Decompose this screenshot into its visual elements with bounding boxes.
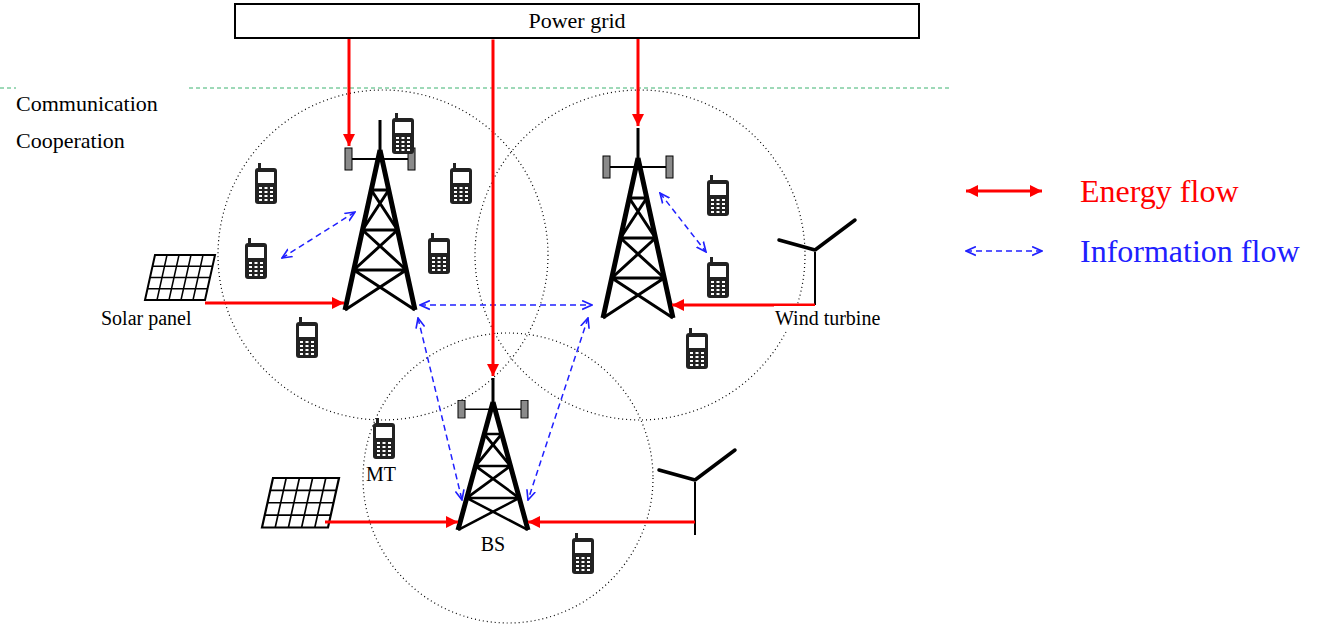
information-flow-arrow	[660, 193, 706, 252]
base-station-tower	[603, 128, 673, 318]
information-flow-arrow	[528, 318, 588, 500]
mobile-terminal	[255, 163, 277, 204]
energy-flow-sample	[962, 173, 1080, 209]
mobile-terminal	[450, 163, 472, 204]
base-station-tower	[458, 378, 528, 530]
information-flow-arrow	[418, 318, 462, 500]
cell-coverage	[363, 333, 653, 623]
information-flow-arrow	[420, 304, 592, 306]
cell-coverage	[218, 90, 548, 420]
energy-flow-arrow	[348, 35, 351, 146]
wind-turbine-node: Wind turbine	[770, 206, 930, 332]
legend-text: Energy flow	[1080, 172, 1238, 210]
power-grid-box: Power grid	[234, 3, 920, 39]
information-flow-sample	[966, 250, 1042, 252]
mobile-terminal	[296, 317, 318, 358]
cell-coverage	[475, 90, 805, 420]
node-text: Solar panel	[100, 306, 193, 330]
mobile-terminal	[707, 257, 729, 298]
mobile-terminal	[245, 238, 267, 279]
energy-flow-arrow	[492, 39, 495, 376]
wind-turbine	[779, 220, 855, 305]
mobile-terminal	[373, 418, 395, 459]
energy-flow-arrow	[637, 35, 640, 126]
base-station-node: BS	[453, 376, 533, 558]
node-text: Power grid	[527, 8, 626, 34]
region-label: Communication Cooperation	[16, 85, 186, 159]
mobile-terminal	[392, 113, 414, 154]
energy-flow-arrow	[528, 521, 695, 524]
solar-panel-node: Solar panel	[98, 252, 223, 332]
node-text: BS	[480, 532, 506, 556]
information-flow-sample	[962, 233, 1080, 269]
legend-row: Information flow	[962, 232, 1300, 270]
energy-flow-sample	[966, 190, 1042, 193]
mobile-terminal	[428, 233, 450, 274]
mobile-terminal	[707, 175, 729, 216]
solar-panel	[145, 255, 215, 300]
solar-panel	[262, 478, 339, 528]
terminal-label: MT	[366, 462, 396, 486]
node-text: Wind turbine	[774, 306, 881, 330]
legend-text: Information flow	[1080, 232, 1300, 270]
legend-row: Energy flow	[962, 172, 1238, 210]
energy-flow-arrow	[205, 302, 344, 305]
mobile-terminal	[686, 328, 708, 369]
information-flow-arrow	[282, 212, 355, 258]
mobile-terminal	[572, 533, 594, 574]
energy-flow-arrow	[325, 521, 458, 524]
